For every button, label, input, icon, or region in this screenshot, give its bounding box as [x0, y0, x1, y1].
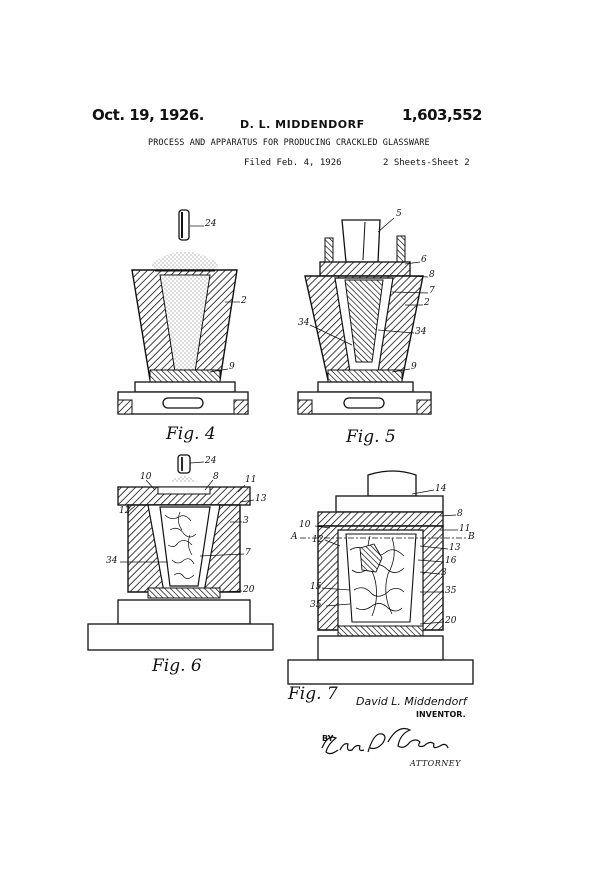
plunger-5 [341, 219, 381, 263]
attorney-role: ATTORNEY [410, 759, 461, 768]
patent-date: Oct. 19, 1926. [92, 106, 204, 124]
fig5-ref: 2 [424, 298, 430, 308]
figure-4 [117, 209, 249, 415]
figure-7 [287, 470, 474, 685]
fig6-ref: 34 [106, 556, 118, 566]
fig7-ref: 11 [459, 524, 471, 534]
nozzle-24 [178, 209, 190, 241]
fig6-ref: 12 [119, 506, 131, 516]
inventor-role: INVENTOR. [416, 710, 466, 719]
fig7-label: Fig. 7 [288, 684, 338, 704]
fig6-ref: 20 [243, 585, 255, 595]
inventor-header: D. L. MIDDENDORF [240, 118, 365, 131]
fig7-ref: 35 [310, 600, 322, 610]
patent-number: 1,603,552 [402, 106, 482, 124]
fig7-ref: 35 [445, 586, 457, 596]
sheet-count: 2 Sheets-Sheet 2 [383, 158, 470, 168]
fig5-ref: 34 [415, 327, 427, 337]
inventor-signature: David L. Middendorf [356, 695, 467, 708]
fig6-ref: 24 [205, 456, 217, 466]
fig7-ref: B [468, 532, 475, 542]
patent-title: PROCESS AND APPARATUS FOR PRODUCING CRAC… [148, 138, 430, 148]
fig7-ref: 3 [441, 568, 447, 578]
fig5-ref: 7 [429, 286, 435, 296]
fig7-ref: 14 [435, 484, 447, 494]
figure-5 [297, 217, 432, 415]
fig7-ref: 12 [312, 535, 324, 545]
fig7-ref: 10 [299, 520, 311, 530]
fig6-ref: 8 [213, 472, 219, 482]
fig7-ref: A [291, 532, 298, 542]
fig6-label: Fig. 6 [152, 656, 202, 676]
fig4-ref: 24 [205, 219, 217, 229]
fig7-ref: 15 [310, 582, 322, 592]
fig7-ref: 13 [449, 543, 461, 553]
fig5-ref: 5 [396, 209, 402, 219]
fig6-ref: 7 [245, 548, 251, 558]
fig4-label: Fig. 4 [166, 424, 216, 444]
fig6-ref: 13 [255, 494, 267, 504]
fig6-ref: 10 [140, 472, 152, 482]
fig5-ref: 34 [298, 318, 310, 328]
fig5-ref: 9 [411, 362, 417, 372]
fig5-ref: 8 [429, 270, 435, 280]
fig5-ref: 6 [421, 255, 427, 265]
fig4-ref: 9 [229, 362, 235, 372]
fig4-ref: 2 [241, 296, 247, 306]
fig7-ref: 16 [445, 556, 457, 566]
fig5-label: Fig. 5 [346, 427, 396, 447]
fig6-ref: 3 [243, 516, 249, 526]
by-label: BY [322, 734, 334, 743]
fig7-ref: 8 [457, 509, 463, 519]
attorney-signature-drawing [321, 727, 449, 755]
filed-date: Filed Feb. 4, 1926 [244, 158, 342, 168]
fig6-ref: 11 [245, 475, 257, 485]
fig7-ref: 20 [445, 616, 457, 626]
figure-6 [87, 454, 274, 651]
